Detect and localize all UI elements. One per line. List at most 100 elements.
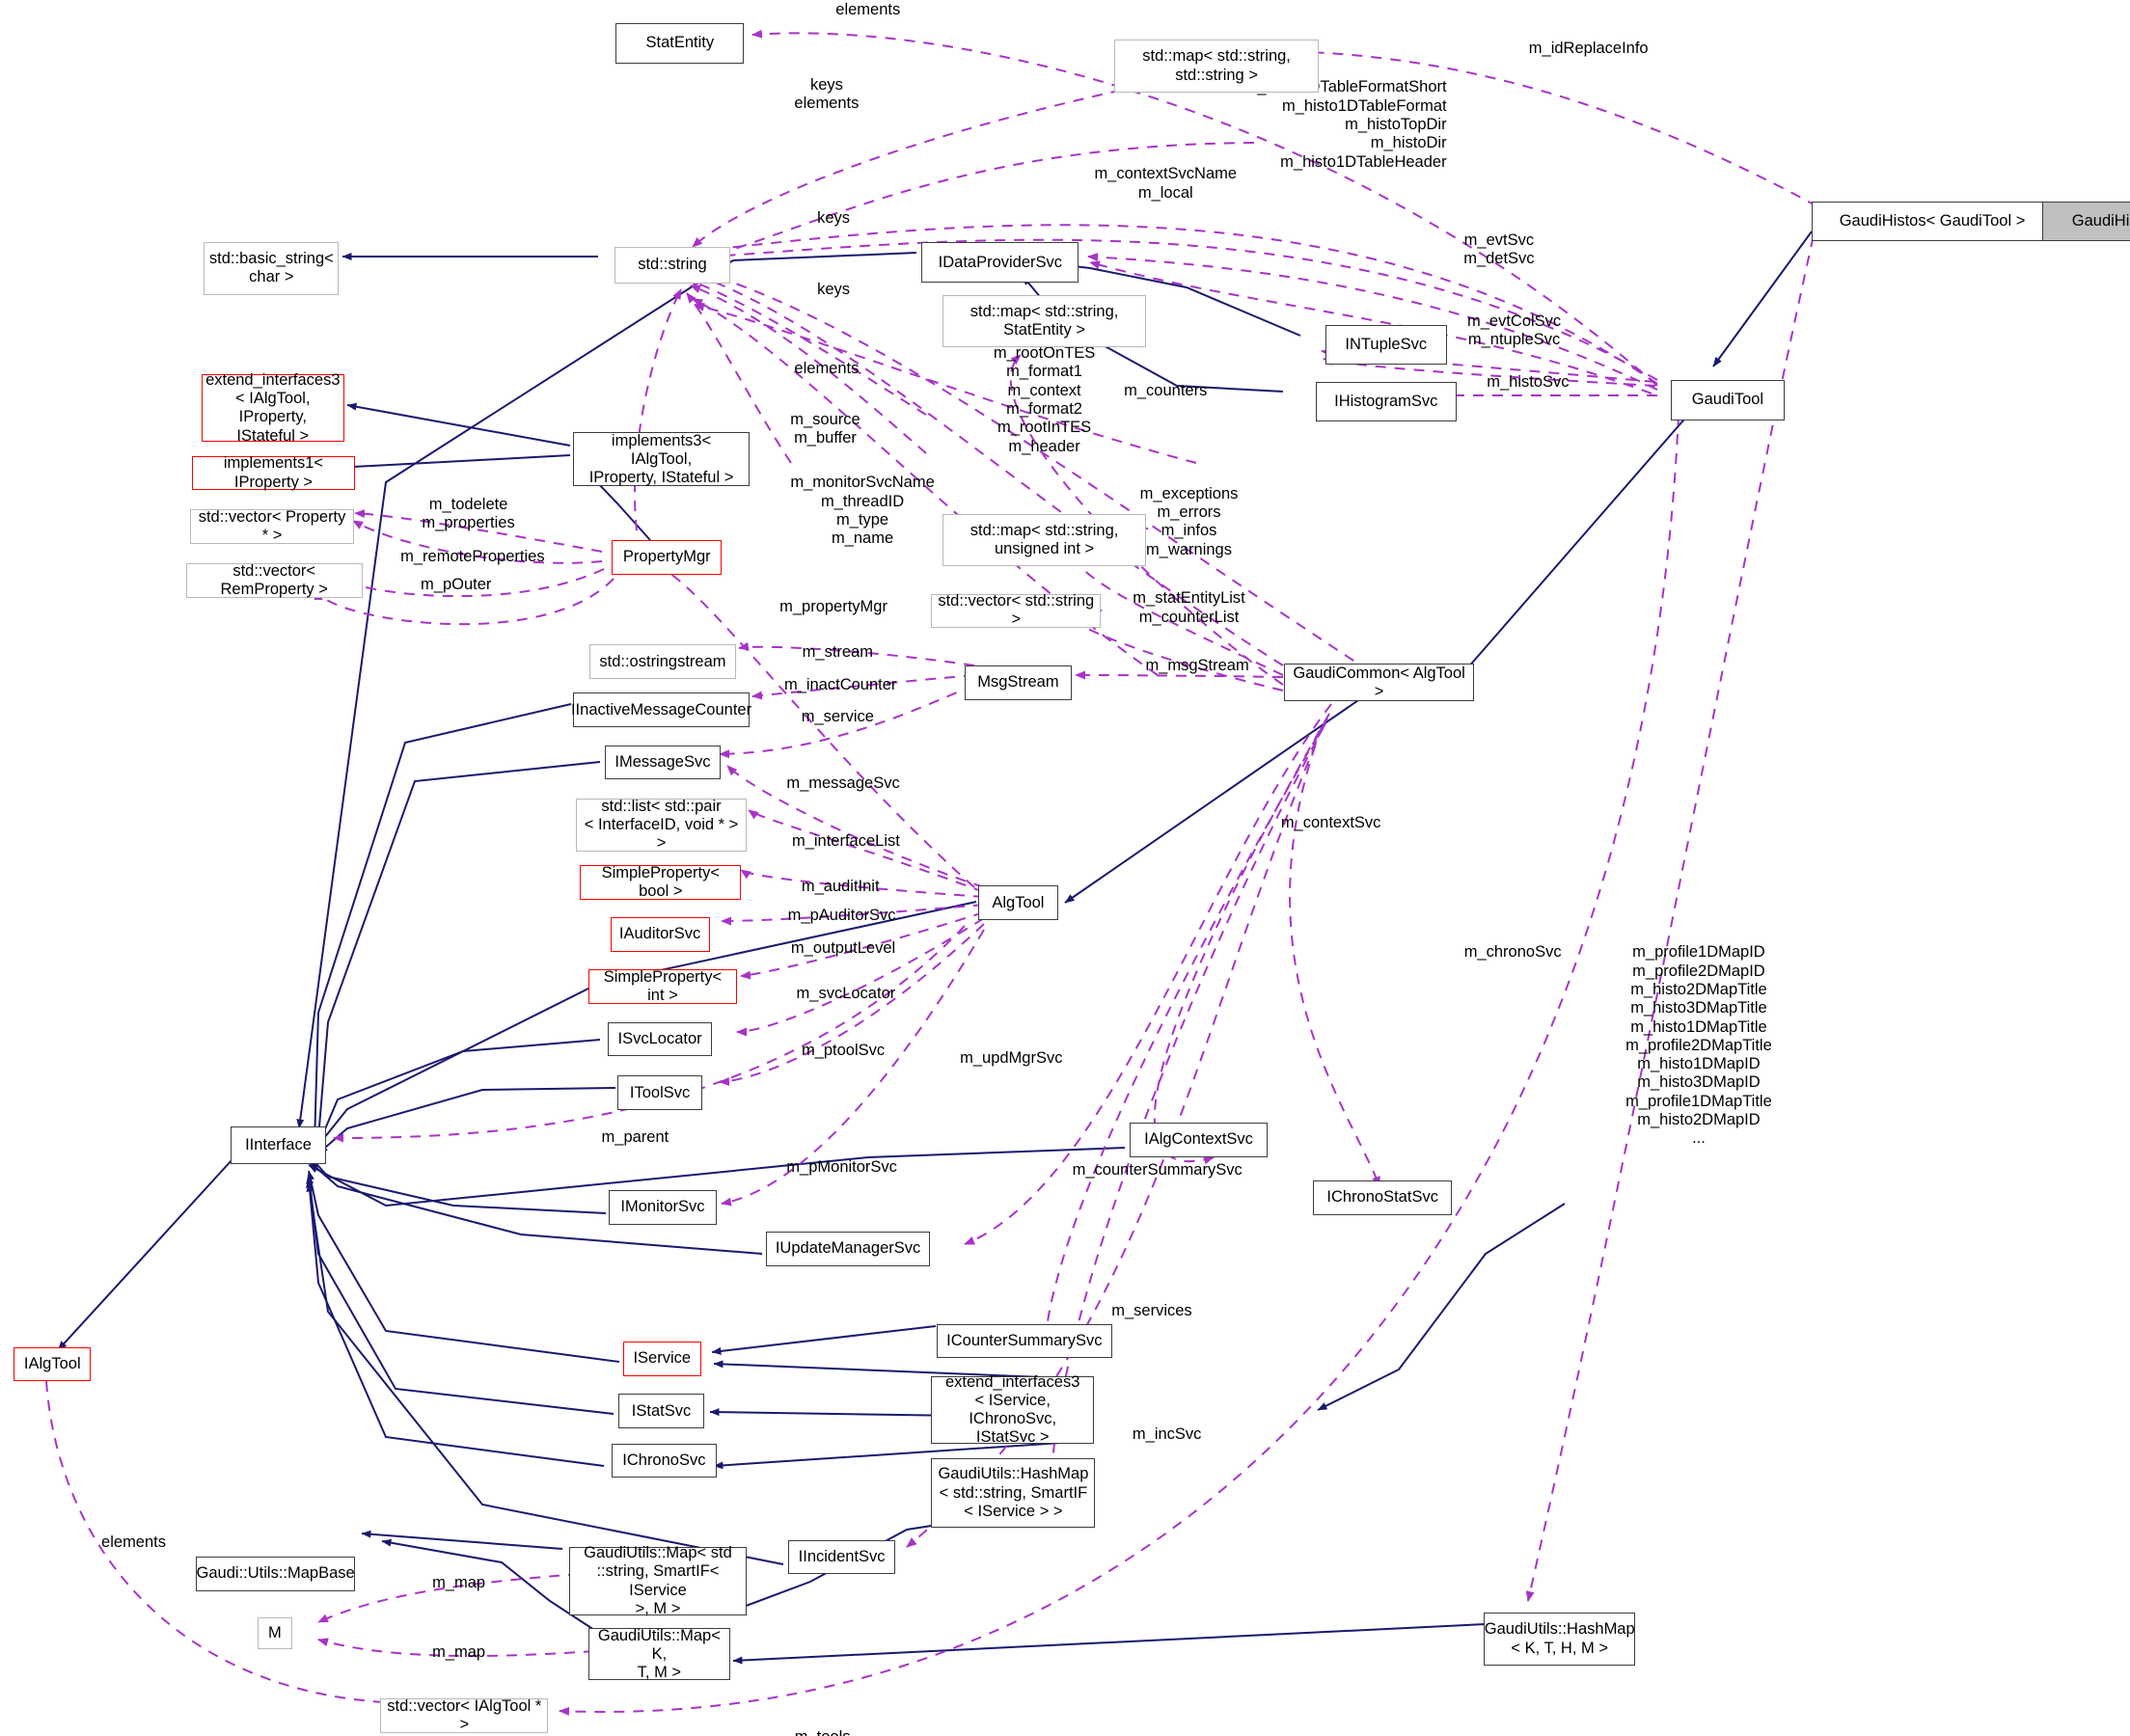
edge-label-l-outputlevel: m_outputLevel: [790, 939, 896, 958]
class-node-vecstdstring[interactable]: std::vector< std::string >: [931, 592, 1102, 628]
edge-label-l-svclocator: m_svcLocator: [796, 985, 896, 1003]
class-node-extendif3svc[interactable]: extend_interfaces3 < IService, IChronoSv…: [931, 1373, 1094, 1446]
class-node-mapbase[interactable]: Gaudi::Utils::MapBase: [195, 1556, 356, 1591]
class-node-ichronostatsvc[interactable]: IChronoStatSvc: [1313, 1180, 1453, 1215]
class-node-imessagesvc[interactable]: IMessageSvc: [604, 745, 721, 780]
class-node-label: std::vector< RemProperty >: [220, 561, 328, 598]
class-node-label: GaudiTool: [1691, 391, 1764, 409]
edge-label-l-remoteproperties: m_remoteProperties: [400, 548, 545, 566]
edge-label-l-auditinit: m_auditInit: [801, 877, 880, 895]
class-node-hashmapstrsvc[interactable]: GaudiUtils::HashMap < std::string, Smart…: [931, 1458, 1096, 1528]
class-node-algtool[interactable]: AlgTool: [978, 885, 1058, 921]
edge-label-l-elements3: elements: [101, 1533, 166, 1551]
edge-label-l-ptoolsvc: m_ptoolSvc: [801, 1041, 886, 1059]
class-node-istatsvc[interactable]: IStatSvc: [618, 1394, 704, 1429]
class-node-implements3[interactable]: implements3< IAlgTool, IProperty, IState…: [573, 432, 750, 487]
class-node-label: std::basic_string< char >: [208, 250, 334, 286]
class-node-label: std::vector< IAlgTool * >: [387, 1696, 542, 1733]
edge-label-l-parent: m_parent: [601, 1127, 669, 1146]
class-node-mapstrsvc[interactable]: GaudiUtils::Map< std ::string, SmartIF< …: [568, 1544, 748, 1617]
class-node-label: M: [268, 1623, 282, 1641]
class-node-implements1[interactable]: implements1< IProperty >: [191, 454, 356, 491]
class-node-label: IInactiveMessageCounter: [570, 700, 752, 719]
class-node-propertymgr[interactable]: PropertyMgr: [612, 539, 723, 575]
class-node-mapktm[interactable]: GaudiUtils::Map< K, T, M >: [587, 1626, 730, 1681]
class-node-iinactivemsgcount[interactable]: IInactiveMessageCounter: [570, 692, 752, 728]
class-node-vecproperty[interactable]: std::vector< Property * >: [190, 508, 355, 544]
edge-label-l-evtsvc: m_evtSvc m_detSvc: [1463, 231, 1535, 268]
edge-label-l-elements2: elements: [794, 359, 860, 377]
class-node-idataprovidersvc[interactable]: IDataProviderSvc: [921, 242, 1079, 283]
class-node-isvclocator[interactable]: ISvcLocator: [607, 1021, 713, 1057]
class-node-label: GaudiUtils::HashMap < std::string, Smart…: [938, 1465, 1089, 1520]
class-node-label: IService: [633, 1349, 692, 1368]
class-node-ialgcontextsvc[interactable]: IAlgContextSvc: [1130, 1122, 1268, 1157]
class-node-statentity[interactable]: StatEntity: [615, 23, 745, 64]
class-node-label: GaudiHistos< GaudiTool >: [1839, 211, 2026, 230]
class-node-mtemplate[interactable]: M: [258, 1616, 292, 1649]
edge-label-l-msgstream: m_msgStream: [1145, 657, 1249, 675]
class-node-ihistogramsvc[interactable]: IHistogramSvc: [1315, 381, 1457, 422]
class-node-simplepropint[interactable]: SimpleProperty< int >: [587, 968, 738, 1004]
class-node-label: PropertyMgr: [622, 548, 711, 566]
class-node-iinterface[interactable]: IInterface: [230, 1126, 327, 1164]
class-node-label: GaudiUtils::Map< K, T, M >: [597, 1626, 721, 1681]
edge-label-l-map2: m_map: [432, 1642, 486, 1661]
class-node-mapstrstr[interactable]: std::map< std::string, std::string >: [1114, 40, 1319, 93]
edge-label-l-pouter: m_pOuter: [421, 575, 492, 593]
edge-label-l-todelete: m_todelete m_properties: [422, 496, 515, 532]
edge-label-l-elements-top: elements: [835, 1, 901, 19]
edge-label-l-stream: m_stream: [802, 642, 874, 661]
class-node-label: implements1< IProperty >: [223, 454, 324, 491]
class-node-iauditorsvc[interactable]: IAuditorSvc: [610, 917, 710, 952]
class-node-mapstrstatentity[interactable]: std::map< std::string, StatEntity >: [942, 294, 1147, 347]
class-node-label: IInterface: [245, 1135, 312, 1153]
class-node-stdlistpair[interactable]: std::list< std::pair < InterfaceID, void…: [575, 798, 748, 852]
class-node-label: GaudiUtils::Map< std ::string, SmartIF< …: [584, 1544, 732, 1617]
edge-label-l-source-buffer: m_source m_buffer: [790, 410, 860, 447]
class-node-label: IMessageSvc: [614, 752, 711, 771]
class-node-ichronosvc[interactable]: IChronoSvc: [612, 1443, 717, 1478]
class-node-mapstruint[interactable]: std::map< std::string, unsigned int >: [942, 513, 1147, 566]
class-node-label: IToolSvc: [629, 1083, 691, 1101]
class-node-iupdatemanagersvc[interactable]: IUpdateManagerSvc: [766, 1231, 931, 1266]
edge-label-l-tools: m_tools: [772, 1728, 874, 1736]
class-node-label: std::map< std::string, std::string >: [1142, 47, 1291, 84]
edge-label-l-evtcolsvc: m_evtColSvc m_ntupleSvc: [1466, 312, 1562, 349]
class-node-label: std::ostringstream: [599, 652, 726, 670]
class-node-label: GaudiCommon< AlgTool >: [1293, 664, 1465, 700]
class-node-imonitorsvc[interactable]: IMonitorSvc: [609, 1189, 717, 1225]
edge-label-l-interfacelist: m_interfaceList: [791, 831, 900, 850]
class-node-label: IIncidentSvc: [798, 1548, 886, 1565]
class-node-simplepropbool[interactable]: SimpleProperty< bool >: [580, 863, 742, 900]
class-node-extendif3alg[interactable]: extend_interfaces3 < IAlgTool, IProperty…: [201, 371, 345, 445]
class-node-ostringstream[interactable]: std::ostringstream: [589, 644, 736, 680]
class-node-itoolsvc[interactable]: IToolSvc: [616, 1075, 703, 1111]
class-node-gaudicommon[interactable]: GaudiCommon< AlgTool >: [1284, 664, 1475, 701]
class-node-intuplesvc[interactable]: INTupleSvc: [1324, 325, 1447, 366]
class-node-vecremproperty[interactable]: std::vector< RemProperty >: [185, 561, 363, 598]
edge-label-l-pauditorsvc: m_pAuditorSvc: [787, 906, 896, 924]
class-node-vecialgtool[interactable]: std::vector< IAlgTool * >: [380, 1696, 549, 1733]
class-node-gaudihistos[interactable]: GaudiHistos< GaudiTool >: [1812, 201, 2053, 241]
class-node-iservice[interactable]: IService: [622, 1342, 701, 1376]
class-node-label: IMonitorSvc: [620, 1198, 705, 1216]
class-node-icountersummary[interactable]: ICounterSummarySvc: [937, 1323, 1112, 1359]
class-node-msgstream[interactable]: MsgStream: [964, 665, 1073, 700]
class-node-label: SimpleProperty< bool >: [601, 863, 721, 900]
class-node-label: StatEntity: [645, 34, 715, 52]
class-node-gaudihistotool[interactable]: GaudiHistoTool: [2041, 201, 2130, 241]
class-node-basicstring[interactable]: std::basic_string< char >: [204, 242, 340, 295]
class-node-label: extend_interfaces3 < IAlgTool, IProperty…: [205, 371, 341, 445]
class-node-stdstring[interactable]: std::string: [614, 246, 730, 285]
class-node-label: ICounterSummarySvc: [946, 1331, 1103, 1349]
class-node-gauditool[interactable]: GaudiTool: [1671, 380, 1785, 420]
class-node-hashmapkthm[interactable]: GaudiUtils::HashMap < K, T, H, M >: [1484, 1613, 1636, 1666]
class-node-ialgtool[interactable]: IAlgTool: [14, 1346, 92, 1382]
edge-label-l-counters: m_counters: [1124, 381, 1208, 399]
class-node-label: IAlgContextSvc: [1144, 1130, 1253, 1149]
class-node-label: IDataProviderSvc: [938, 253, 1063, 271]
class-node-iincidentsvc[interactable]: IIncidentSvc: [787, 1539, 896, 1575]
edge-label-l-monitorsvcname: m_monitorSvcName m_threadID m_type m_nam…: [790, 474, 935, 548]
